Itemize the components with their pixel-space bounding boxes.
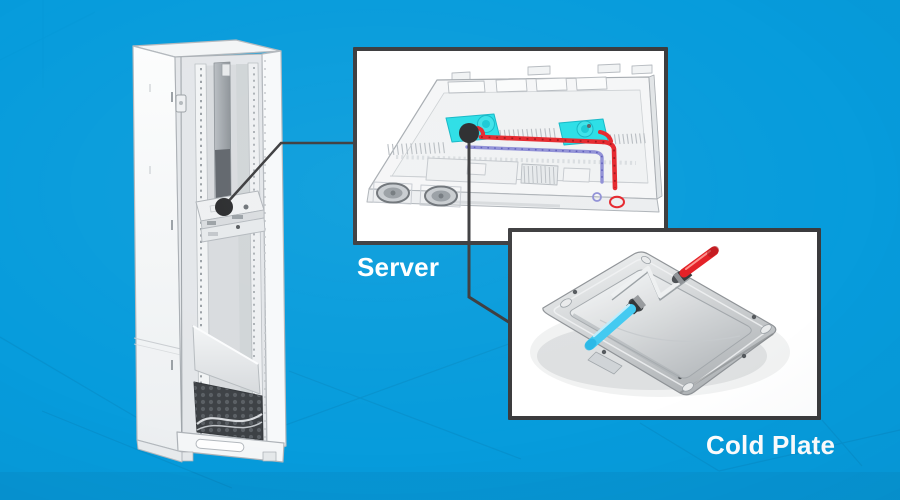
cold-plate-callout-box xyxy=(508,228,821,420)
rack-cable-mesh xyxy=(193,381,264,441)
rack-handle xyxy=(195,438,245,453)
cold-plate-bracket xyxy=(587,351,623,375)
chassis-rear-cutouts xyxy=(447,76,608,94)
rack-mounted-unit-2 xyxy=(200,217,266,243)
server-callout-box xyxy=(353,47,668,245)
chassis-fans xyxy=(372,181,462,208)
cold-plate-illustration xyxy=(530,246,790,397)
coolant-loop-purple xyxy=(465,145,604,184)
front-panel-red-port xyxy=(609,195,625,209)
server-chassis-illustration xyxy=(366,63,663,213)
inlet-tube-cyan xyxy=(584,294,647,351)
cold-plate-label: Cold Plate xyxy=(706,430,836,460)
rack-side-panel xyxy=(132,45,183,453)
server-label: Server xyxy=(357,252,440,282)
front-panel-purple-port xyxy=(592,192,602,202)
rack-bottom-bezel xyxy=(176,431,285,463)
cold-plate-mounting-holes xyxy=(560,255,772,392)
outlet-tube-red xyxy=(671,246,719,285)
cold-plate-zigzag-ridge xyxy=(610,266,692,301)
bottom-facet-band xyxy=(0,472,900,500)
